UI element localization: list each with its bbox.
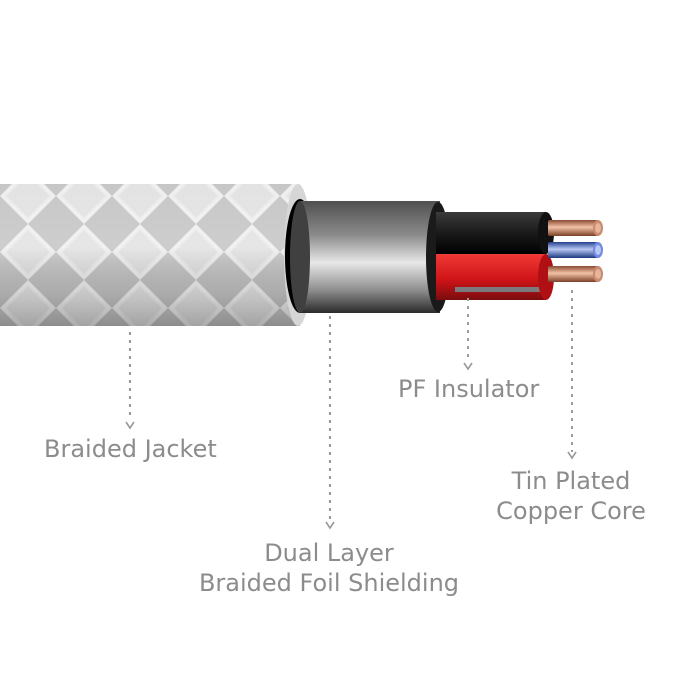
pf-insulator-text: PF Insulator <box>398 375 540 403</box>
shielding-line2: Braided Foil Shielding <box>198 569 460 597</box>
copper-conductors <box>548 220 603 282</box>
shielding-line1: Dual Layer <box>264 539 394 567</box>
braided-jacket-text: Braided Jacket <box>44 435 217 463</box>
braided-jacket <box>0 184 312 326</box>
arrow-jacket-icon <box>125 421 135 430</box>
label-copper-core: Tin Plated Copper Core <box>495 466 647 526</box>
label-pf-insulator: PF Insulator <box>398 374 539 404</box>
label-shielding: Dual Layer Braided Foil Shielding <box>198 538 460 598</box>
label-braided-jacket: Braided Jacket <box>44 434 217 464</box>
copper-line1: Tin Plated <box>511 467 631 495</box>
foil-shielding <box>290 201 450 313</box>
arrow-core-icon <box>567 451 577 460</box>
arrow-shielding-icon <box>325 521 335 530</box>
arrow-insulator-icon <box>463 362 473 371</box>
insulated-conductors <box>436 212 554 300</box>
copper-line2: Copper Core <box>496 497 646 525</box>
